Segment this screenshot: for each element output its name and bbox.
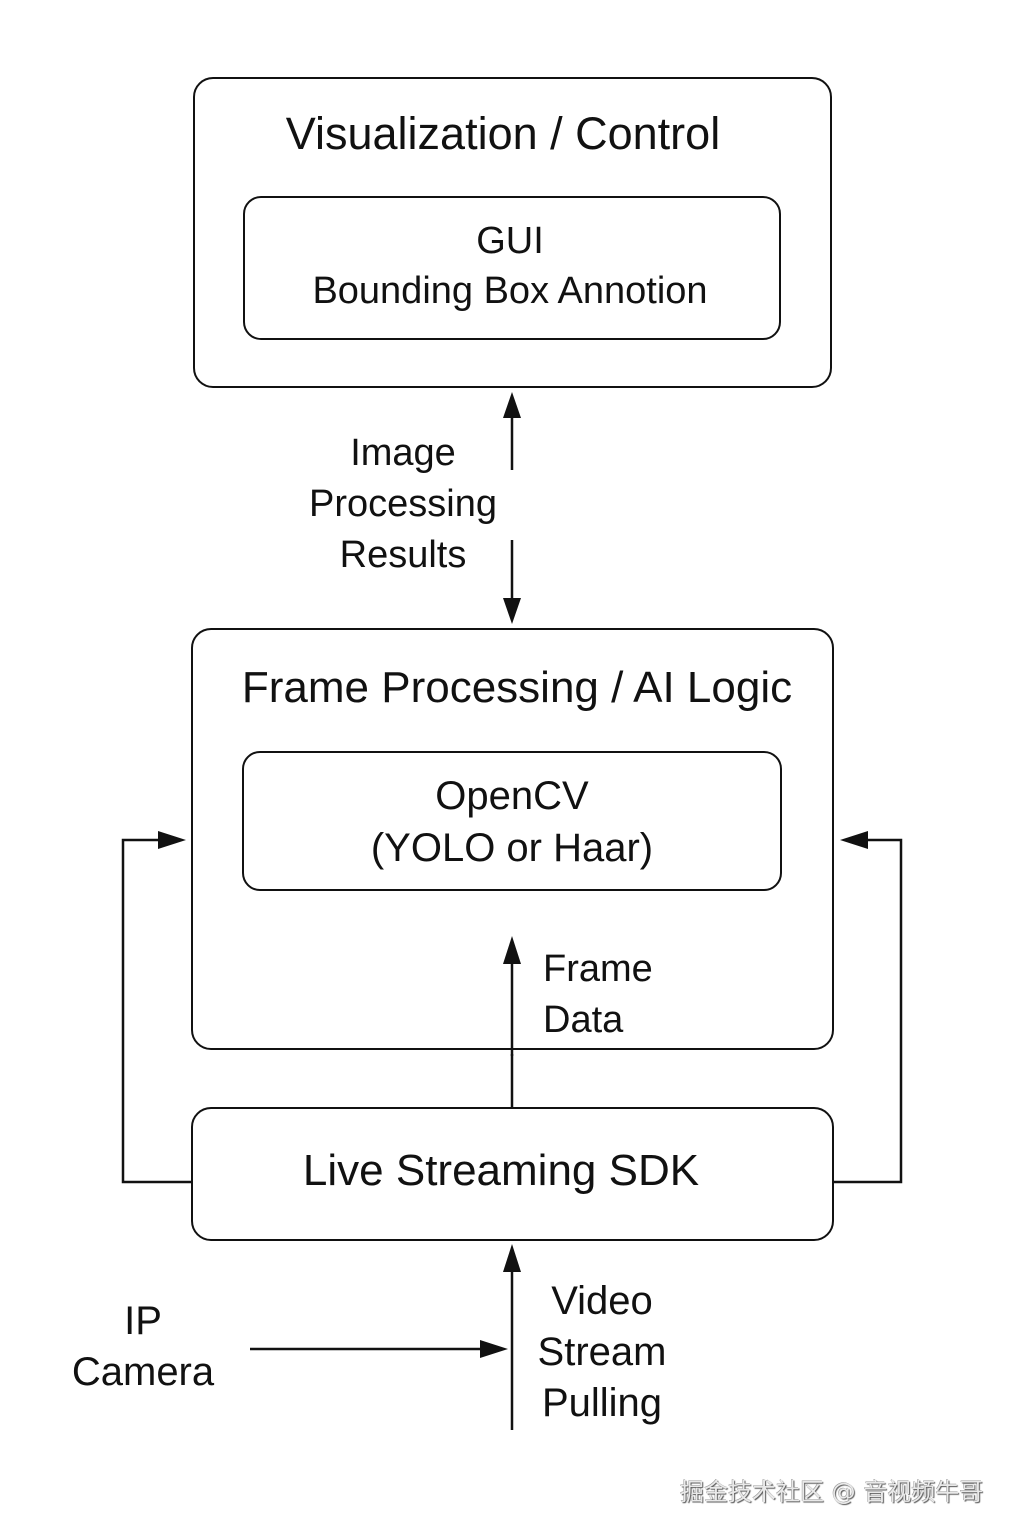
- opencv-label: OpenCV: [435, 774, 589, 818]
- arrowhead-video-stream: [503, 1244, 521, 1272]
- arrowhead-results-down: [503, 598, 521, 624]
- label-line: Image: [350, 432, 456, 474]
- opencv-block: [242, 751, 782, 891]
- label-line: Video: [551, 1279, 653, 1323]
- label-line: Data: [543, 999, 624, 1041]
- frame-processing-title: Frame Processing / AI Logic: [241, 663, 793, 712]
- frame-data-label: Frame Data: [543, 944, 653, 1046]
- label-line: IP: [124, 1299, 162, 1343]
- label-line: Processing: [309, 483, 497, 525]
- image-processing-results-label: Image Processing Results: [290, 428, 516, 581]
- watermark: 掘金技术社区 @ 音视频牛哥: [680, 1478, 984, 1506]
- arrowhead-loop-right: [840, 831, 868, 849]
- loop-right-line: [833, 838, 903, 1184]
- visualization-control-title: Visualization / Control: [285, 108, 721, 159]
- label-line: Pulling: [541, 1381, 663, 1425]
- arrowhead-results-up: [503, 392, 521, 418]
- label-line: Camera: [71, 1350, 215, 1394]
- label-line: Stream: [537, 1330, 667, 1374]
- live-streaming-sdk-block: [191, 1107, 834, 1241]
- arrowhead-frame-data: [503, 936, 521, 964]
- ip-camera-label: IP Camera: [58, 1296, 228, 1398]
- label-line: Frame: [543, 948, 653, 990]
- live-streaming-sdk-title: Live Streaming SDK: [302, 1146, 700, 1195]
- label-line: Results: [339, 534, 467, 576]
- yolo-haar-label: (YOLO or Haar): [370, 826, 654, 870]
- arrowhead-loop-left: [158, 831, 186, 849]
- gui-annotation-block: [243, 196, 781, 340]
- video-stream-pulling-label: Video Stream Pulling: [522, 1276, 682, 1429]
- visualization-control-block: [193, 77, 832, 388]
- frame-processing-block: [191, 628, 834, 1050]
- gui-label: GUI: [476, 220, 544, 262]
- loop-left-line: [121, 838, 192, 1184]
- arrowhead-camera: [480, 1340, 508, 1358]
- bounding-box-annotation-label: Bounding Box Annotion: [312, 270, 708, 312]
